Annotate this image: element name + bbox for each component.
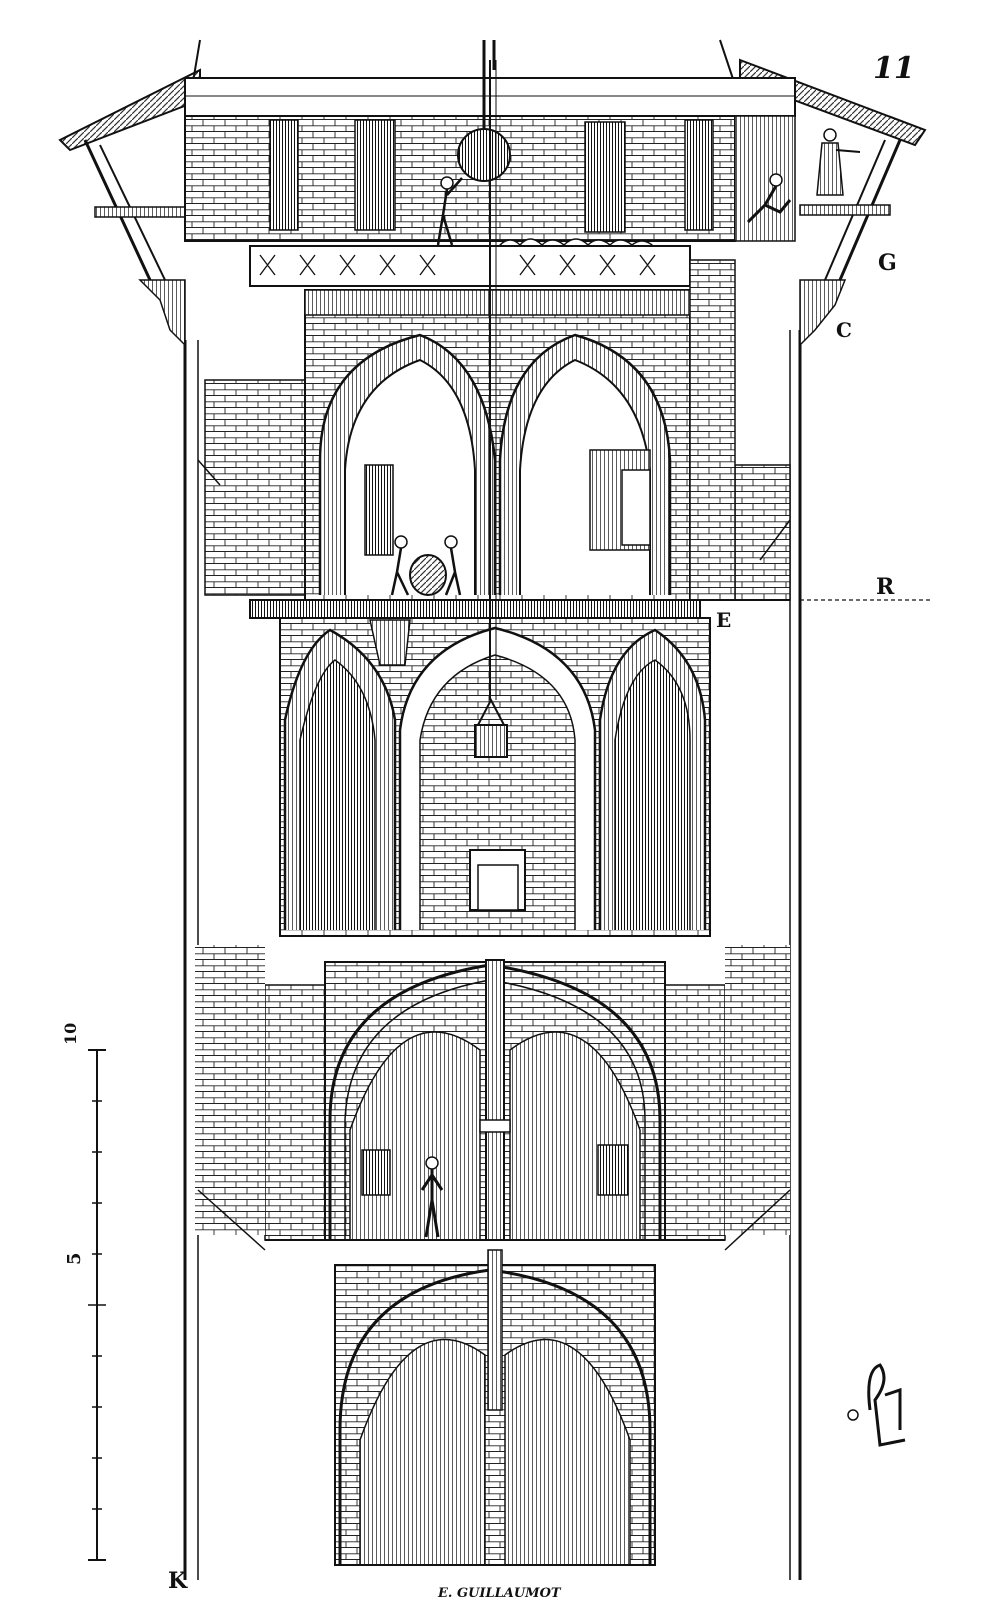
scale-label-top: 10 <box>61 1023 80 1045</box>
monogram-mark <box>847 1363 906 1447</box>
engraver-signature: E. GUILLAUMOT <box>437 1586 562 1600</box>
letter-e: E <box>716 608 731 632</box>
winch-with-workers <box>390 535 462 596</box>
letter-r: R <box>876 574 895 600</box>
letter-k: K <box>168 1568 188 1594</box>
standing-figure <box>420 1156 444 1238</box>
upper-hall <box>204 259 791 619</box>
wall-shadow-lines <box>197 459 791 1251</box>
worker-figure-crouching <box>746 173 792 224</box>
top-storey <box>184 40 861 287</box>
worker-figure-hoist <box>436 176 463 246</box>
archer-figure <box>816 128 861 196</box>
scale-bar <box>88 1049 106 1561</box>
letter-g: G <box>878 250 897 276</box>
scale-label-mid: 5 <box>64 1252 85 1265</box>
plate-number: 11 <box>873 51 915 86</box>
lower-hall <box>195 945 790 1241</box>
letter-c: C <box>836 318 852 342</box>
middle-hall <box>279 60 711 937</box>
basement-vault <box>334 1249 656 1566</box>
